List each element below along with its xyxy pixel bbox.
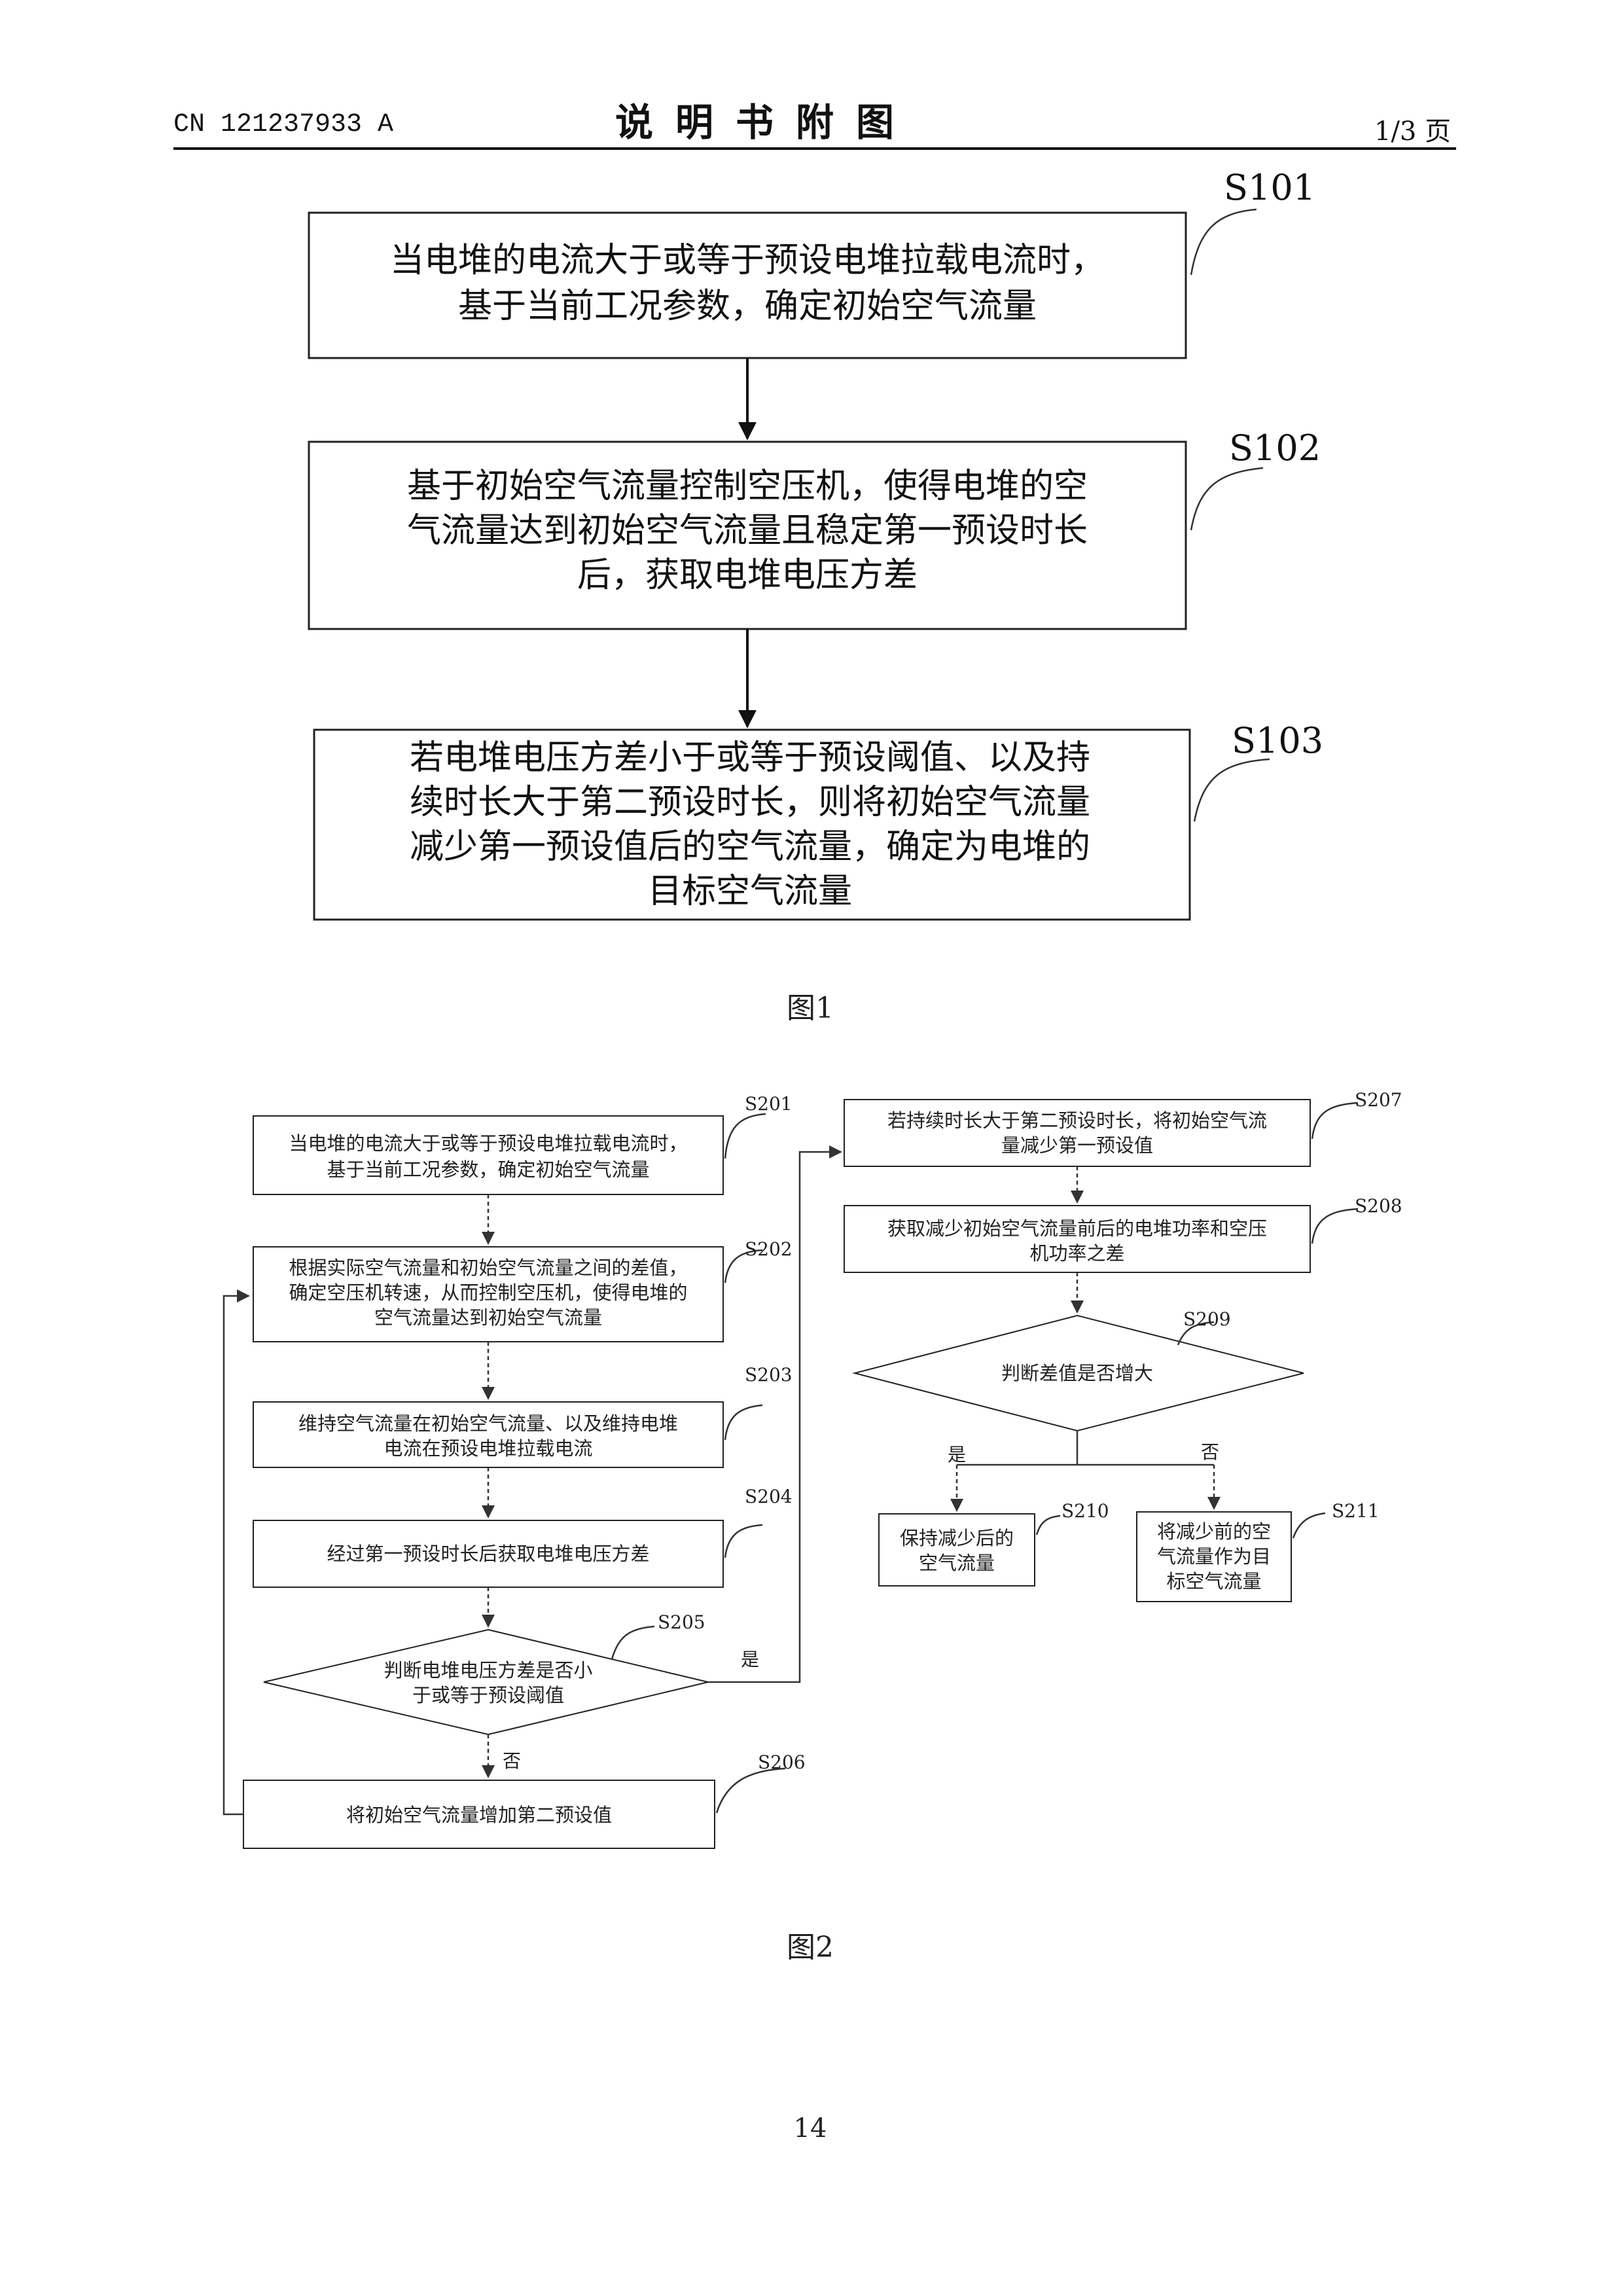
fig1-s103-line1: 若电堆电压方差小于或等于预设阈值、以及持	[410, 738, 1090, 778]
fig2-s208-line1: 获取减少初始空气流量前后的电堆功率和空压	[887, 1217, 1267, 1240]
fig2-s201-label: S201	[745, 1093, 793, 1115]
fig2-decision-s205	[264, 1630, 708, 1734]
fig2-s211-line1: 将减少前的空	[1157, 1520, 1271, 1543]
fig1-s101-label: S101	[1224, 167, 1315, 208]
fig2-s207-line1: 若持续时长大于第二预设时长，将初始空气流	[887, 1109, 1267, 1132]
fig2-s204-leader	[725, 1525, 762, 1558]
fig1-s102-leader	[1191, 468, 1263, 530]
fig2-s208-line2: 机功率之差	[1029, 1242, 1124, 1265]
fig2-s207-label: S207	[1355, 1089, 1402, 1111]
fig2-s205-line1: 判断电堆电压方差是否小	[383, 1659, 592, 1681]
fig2-s205-yes-label: 是	[741, 1649, 759, 1670]
fig2-s206-label: S206	[758, 1751, 806, 1773]
fig2-s207-line2: 量减少第一预设值	[1001, 1134, 1153, 1157]
fig2-s207-leader	[1312, 1103, 1358, 1139]
fig2-s205-line2: 于或等于预设阈值	[412, 1684, 564, 1706]
fig2-s206-leader	[717, 1768, 785, 1813]
fig2-s201-leader	[725, 1114, 766, 1158]
fig2-s202-line3: 空气流量达到初始空气流量	[374, 1306, 602, 1329]
fig2-s203-leader	[725, 1405, 762, 1440]
fig2-s211-line2: 气流量作为目	[1157, 1545, 1271, 1568]
fig1-s103-line2: 续时长大于第二预设时长，则将初始空气流量	[410, 783, 1090, 822]
page-number: 14	[794, 2113, 827, 2144]
figure-1: 当电堆的电流大于或等于预设电堆拉载电流时， 基于当前工况参数，确定初始空气流量 …	[309, 167, 1323, 1025]
fig2-s203-line1: 维持空气流量在初始空气流量、以及维持电堆	[298, 1412, 678, 1435]
fig2-s210-leader	[1037, 1516, 1060, 1535]
fig1-s102-label: S102	[1229, 427, 1321, 469]
fig2-s210-line1: 保持减少后的	[900, 1527, 1014, 1549]
fig2-s209-line1: 判断差值是否增大	[1001, 1362, 1153, 1384]
fig2-s208-label: S208	[1355, 1195, 1402, 1217]
fig2-yes-connector	[708, 1152, 841, 1682]
fig2-s209-label: S209	[1183, 1308, 1231, 1330]
fig2-loop-connector	[224, 1296, 249, 1814]
figure-2-caption: 图2	[787, 1931, 834, 1964]
fig2-s211-leader	[1293, 1513, 1325, 1538]
figure-1-caption: 图1	[787, 992, 834, 1025]
fig1-s103-line3: 减少第一预设值后的空气流量，确定为电堆的	[410, 827, 1090, 867]
fig2-s205-label: S205	[658, 1611, 705, 1633]
figure-2: 当电堆的电流大于或等于预设电堆拉载电流时， 基于当前工况参数，确定初始空气流量 …	[224, 1089, 1402, 1964]
fig2-s211-line3: 标空气流量	[1166, 1570, 1261, 1592]
fig2-s209-no-label: 否	[1201, 1441, 1219, 1463]
fig2-s203-line2: 电流在预设电堆拉载电流	[383, 1437, 592, 1460]
fig1-s103-leader	[1194, 759, 1270, 821]
fig2-s209-yes-label: 是	[948, 1444, 966, 1465]
fig2-s208-leader	[1312, 1209, 1358, 1244]
fig2-box-s201	[253, 1116, 723, 1194]
fig2-s201-line1: 当电堆的电流大于或等于预设电堆拉载电流时，	[289, 1132, 687, 1155]
fig2-s204-label: S204	[745, 1486, 793, 1507]
fig2-s205-leader	[612, 1626, 654, 1659]
fig1-s103-line4: 目标空气流量	[648, 872, 852, 911]
fig1-s101-line1: 当电堆的电流大于或等于预设电堆拉载电流时，	[390, 241, 1105, 280]
fig2-box-s210	[879, 1514, 1035, 1586]
fig2-s210-line2: 空气流量	[919, 1552, 995, 1574]
fig2-s201-line2: 基于当前工况参数，确定初始空气流量	[327, 1158, 649, 1181]
fig1-box-s101	[309, 213, 1186, 358]
fig2-s210-label: S210	[1061, 1500, 1109, 1522]
fig2-s211-label: S211	[1332, 1500, 1380, 1522]
fig2-s205-no-label: 否	[503, 1750, 521, 1772]
fig2-s203-label: S203	[745, 1364, 793, 1386]
fig1-s101-leader	[1191, 209, 1257, 275]
fig2-s202-line1: 根据实际空气流量和初始空气流量之间的差值，	[289, 1257, 687, 1279]
fig1-s101-line2: 基于当前工况参数，确定初始空气流量	[458, 287, 1037, 326]
fig2-s202-label: S202	[745, 1238, 793, 1260]
fig1-s102-line2: 气流量达到初始空气流量且稳定第一预设时长	[407, 511, 1088, 550]
fig2-s202-line2: 确定空压机转速，从而控制空压机，使得电堆的	[289, 1282, 687, 1304]
fig1-s102-line3: 后，获取电堆电压方差	[577, 556, 918, 595]
fig1-s102-line1: 基于初始空气流量控制空压机，使得电堆的空	[407, 467, 1088, 506]
fig2-s206-line1: 将初始空气流量增加第二预设值	[346, 1804, 612, 1826]
fig1-s103-label: S103	[1232, 720, 1323, 761]
fig2-s204-line1: 经过第一预设时长后获取电堆电压方差	[327, 1543, 649, 1565]
